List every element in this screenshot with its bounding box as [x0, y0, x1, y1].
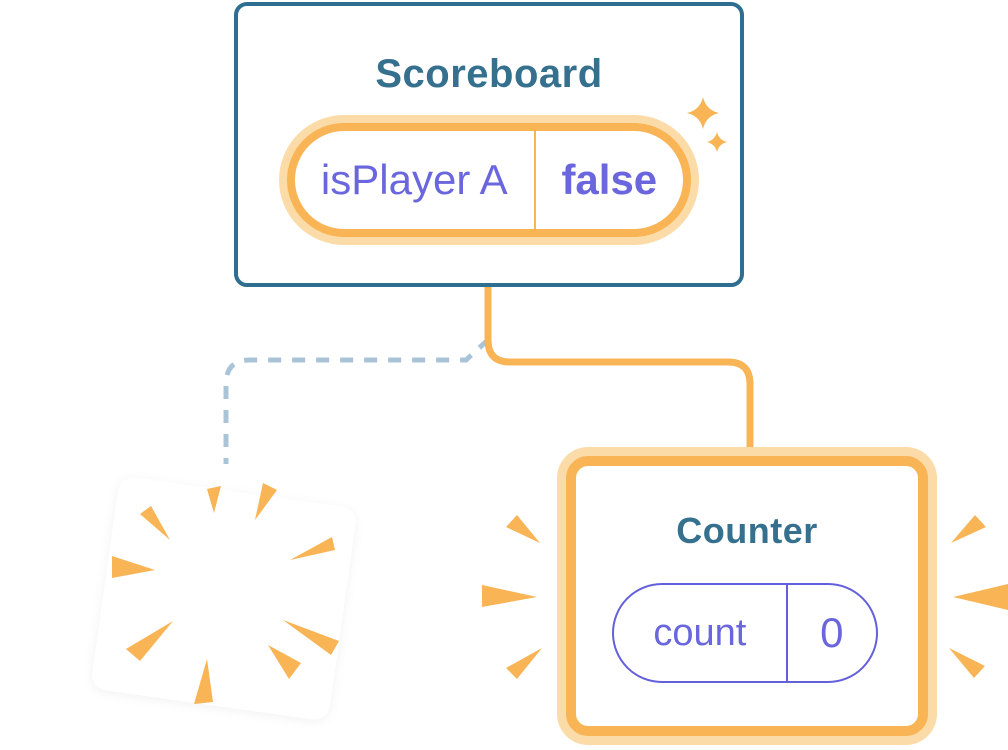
counter-title: Counter: [676, 510, 818, 551]
removed-branch-dashed-line: [223, 337, 491, 464]
pill-divider: [533, 131, 536, 229]
state-key-label: isPlayer A: [320, 156, 508, 203]
state-value-label: 0: [820, 609, 844, 656]
counter-component-card: Counter count 0: [566, 456, 928, 736]
state-key-label: count: [653, 611, 747, 654]
state-value-label: false: [561, 156, 658, 203]
active-branch-line: [484, 287, 754, 460]
poof-burst-icon: [112, 483, 339, 704]
scoreboard-title: Scoreboard: [375, 52, 603, 96]
sparkle-icon: [687, 97, 727, 152]
scoreboard-component-card: Scoreboard isPlayer A false: [234, 2, 744, 287]
counter-state-pill: count 0: [612, 583, 878, 683]
pill-divider: [785, 585, 788, 681]
scoreboard-state-pill: isPlayer A false: [287, 123, 691, 237]
